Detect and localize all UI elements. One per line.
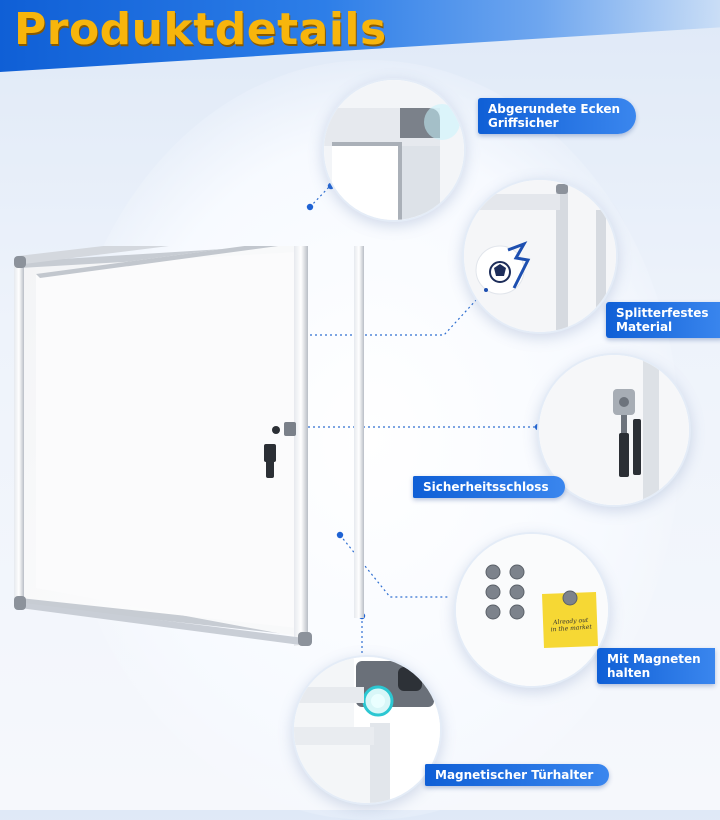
feature-label-line1: Sicherheitsschloss [423, 480, 549, 494]
feature-label-shatterproof: Splitterfestes Material [606, 302, 720, 338]
feature-label-line1: Splitterfestes [616, 306, 709, 320]
security-lock-detail [537, 353, 691, 507]
page-title: Produktdetails [14, 4, 387, 55]
rounded-corner-detail [322, 78, 466, 222]
feature-label-line2: Griffsicher [488, 116, 559, 130]
display-case-image [14, 220, 366, 646]
shatterproof-detail [462, 178, 618, 334]
feature-label-line1: Magnetischer Türhalter [435, 768, 594, 782]
magnets-detail: Already out in the market [454, 532, 610, 688]
feature-label-rounded-corners: Abgerundete Ecken Griffsicher [478, 98, 637, 134]
feature-label-security-lock: Sicherheitsschloss [413, 476, 565, 498]
feature-label-magnets: Mit Magneten halten [597, 648, 715, 684]
magnetic-door-holder-detail [292, 655, 442, 805]
feature-label-line2: halten [607, 666, 651, 680]
feature-label-line2: Material [616, 320, 673, 334]
feature-label-door-holder: Magnetischer Türhalter [425, 764, 610, 786]
feature-label-line1: Mit Magneten [607, 652, 701, 666]
feature-label-line1: Abgerundete Ecken [488, 102, 621, 116]
